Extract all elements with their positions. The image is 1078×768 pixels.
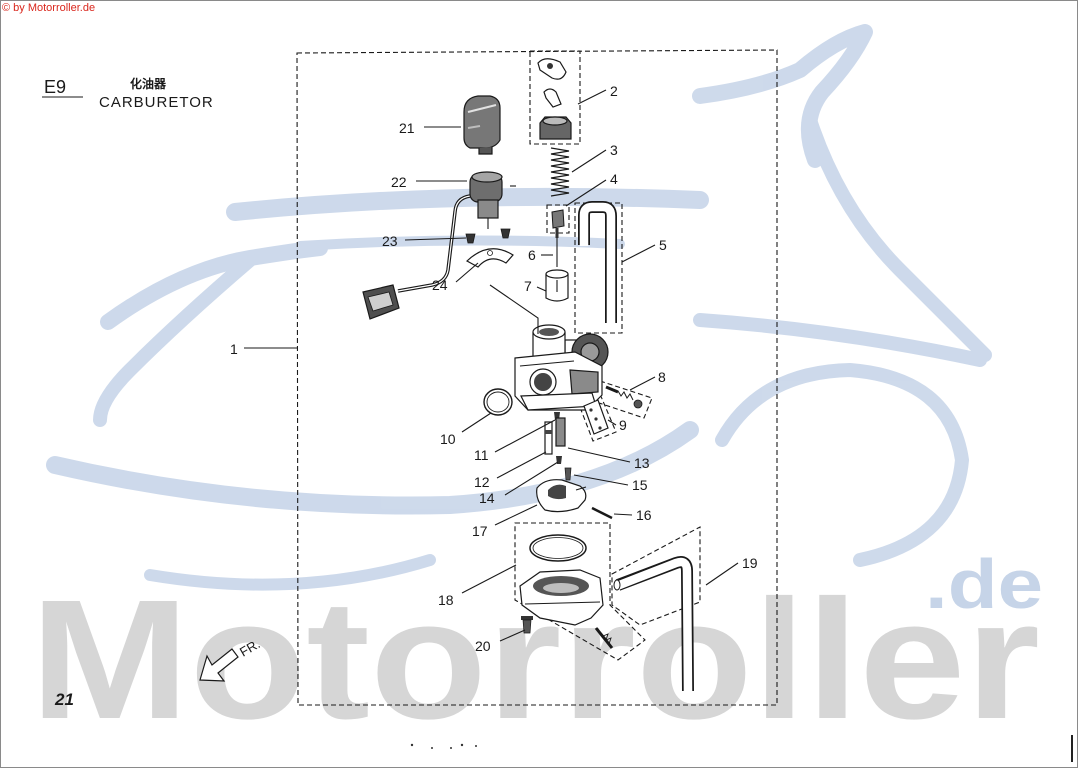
part-10-o-ring [483, 388, 513, 416]
callout-11: 11 [474, 447, 489, 463]
callout-6: 6 [528, 247, 536, 263]
logo-stroke-swoosh-1 [226, 187, 709, 221]
callout-9: 9 [619, 417, 627, 433]
leader-16 [613, 513, 633, 516]
part-17-float [536, 479, 587, 513]
leader-lines [244, 89, 739, 642]
part-9-gasket [583, 399, 609, 435]
part-2-clip-and-cap [537, 58, 572, 140]
callout-18: 18 [438, 592, 454, 608]
leader-7 [536, 286, 547, 292]
part-18-float-bowl [519, 534, 614, 649]
callout-1: 1 [230, 341, 238, 357]
callout-5: 5 [659, 237, 667, 253]
watermark-suffix: .de [925, 545, 1043, 623]
callout-2: 2 [610, 83, 618, 99]
callout-3: 3 [610, 142, 618, 158]
callout-4: 4 [610, 171, 618, 187]
front-arrow-icon [199, 648, 239, 682]
part-13-jet-holder [555, 417, 566, 447]
leader-17 [494, 504, 538, 526]
leader-2 [577, 89, 607, 105]
part-1-carburetor-body [514, 324, 609, 411]
callout-12: 12 [474, 474, 490, 490]
leader-8 [629, 376, 656, 391]
callout-23: 23 [382, 233, 398, 249]
callout-16: 16 [636, 507, 652, 523]
assembly-frame [296, 49, 778, 706]
callout-19: 19 [742, 555, 758, 571]
callout-13: 13 [634, 455, 650, 471]
callout-24: 24 [432, 277, 448, 293]
group-box-5 [574, 202, 623, 334]
callout-8: 8 [658, 369, 666, 385]
watermark-scooter-logo [46, 24, 992, 591]
group-box-19 [611, 526, 701, 626]
part-12-emulsion-tube [544, 421, 553, 455]
leader-14 [504, 461, 559, 496]
leader-13 [567, 447, 631, 463]
callout-labels: 1 2 3 4 5 6 7 8 9 10 11 12 13 14 15 16 1… [230, 83, 758, 654]
leader-18 [461, 564, 517, 594]
logo-stroke-base [46, 421, 699, 515]
part-4-needle-clip [551, 209, 565, 229]
leader-20 [499, 629, 526, 642]
part-19-drain-tube [613, 556, 694, 693]
leader-10 [461, 412, 492, 433]
part-8-adjust-screw [605, 385, 643, 409]
part-22-auto-choke [362, 171, 516, 320]
leader-12 [496, 451, 547, 479]
part-20-screw [521, 616, 533, 634]
logo-stroke-wheel [715, 363, 969, 567]
leader-11 [494, 419, 556, 453]
logo-stroke-front [803, 113, 992, 362]
leader-3 [571, 149, 607, 173]
leader-24 [455, 262, 479, 283]
callout-17: 17 [472, 523, 488, 539]
page-number: 21 [54, 690, 74, 709]
part-16-float-pin [591, 506, 613, 520]
section-title-cn: 化油器 [130, 76, 167, 91]
logo-stroke-body [693, 313, 987, 367]
logo-stroke-left-loop [93, 253, 257, 427]
logo-stroke-swoosh-2 [295, 235, 625, 251]
part-15-needle-valve [564, 467, 572, 481]
callout-7: 7 [524, 278, 532, 294]
callout-22: 22 [391, 174, 407, 190]
leader-9 [607, 419, 617, 426]
section-code: E9 [44, 77, 66, 97]
callout-14: 14 [479, 490, 495, 506]
part-24-plate [465, 248, 514, 268]
part-23-screws [465, 228, 511, 244]
part-3-spring [550, 147, 570, 197]
callout-21: 21 [399, 120, 415, 136]
copyright-notice: © by Motorroller.de [2, 2, 95, 14]
section-title-en: CARBURETOR [99, 94, 214, 111]
part-6-jet-needle [555, 228, 559, 267]
callout-20: 20 [475, 638, 491, 654]
part-21-cap [463, 95, 501, 155]
part-5-vent-tube [578, 201, 617, 324]
logo-stroke-head [692, 24, 873, 168]
group-box-9 [577, 393, 617, 442]
leader-4 [565, 179, 607, 207]
leader-23 [404, 237, 467, 241]
leader-body [489, 284, 539, 334]
scan-specks [410, 743, 477, 749]
group-box-18 [514, 522, 646, 661]
group-box-2 [529, 50, 581, 145]
callout-15: 15 [632, 477, 648, 493]
logo-stroke-lower [144, 554, 436, 591]
callout-10: 10 [440, 431, 456, 447]
part-7-throttle-slide [545, 269, 569, 302]
leader-19 [705, 562, 739, 586]
leader-15 [573, 474, 629, 486]
leader-5 [621, 244, 656, 263]
